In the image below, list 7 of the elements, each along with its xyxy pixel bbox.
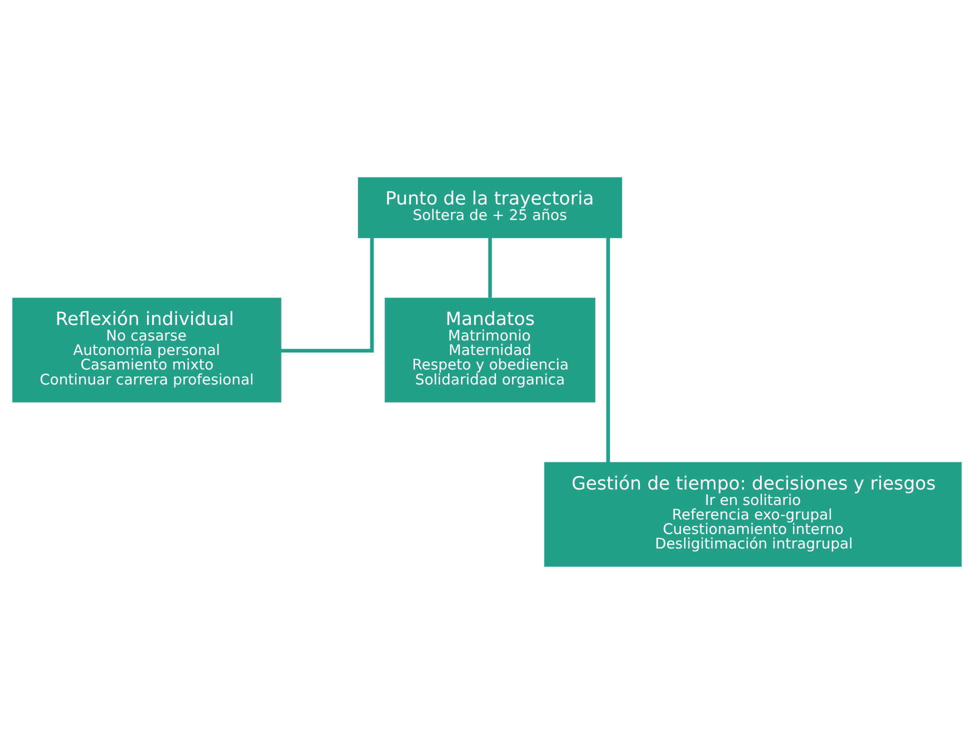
connector bbox=[280, 238, 374, 353]
node-box: Gestión de tiempo: decisiones y riesgos Ir en solitario Referencia exo-grupal Cuestionamiento interno Desligitimación intragrupal bbox=[544, 462, 962, 567]
connector bbox=[488, 238, 492, 298]
node-box: Reflexión individual No casarse Autonomía personal Casamiento mixto Continuar carrera profesional bbox=[12, 298, 282, 402]
node-box: Punto de la trayectoria Soltera de + 25 años bbox=[358, 177, 622, 238]
connector bbox=[606, 238, 610, 462]
node-box: Mandatos Matrimonio Maternidad Respeto y obediencia Solidaridad organica bbox=[384, 298, 596, 402]
